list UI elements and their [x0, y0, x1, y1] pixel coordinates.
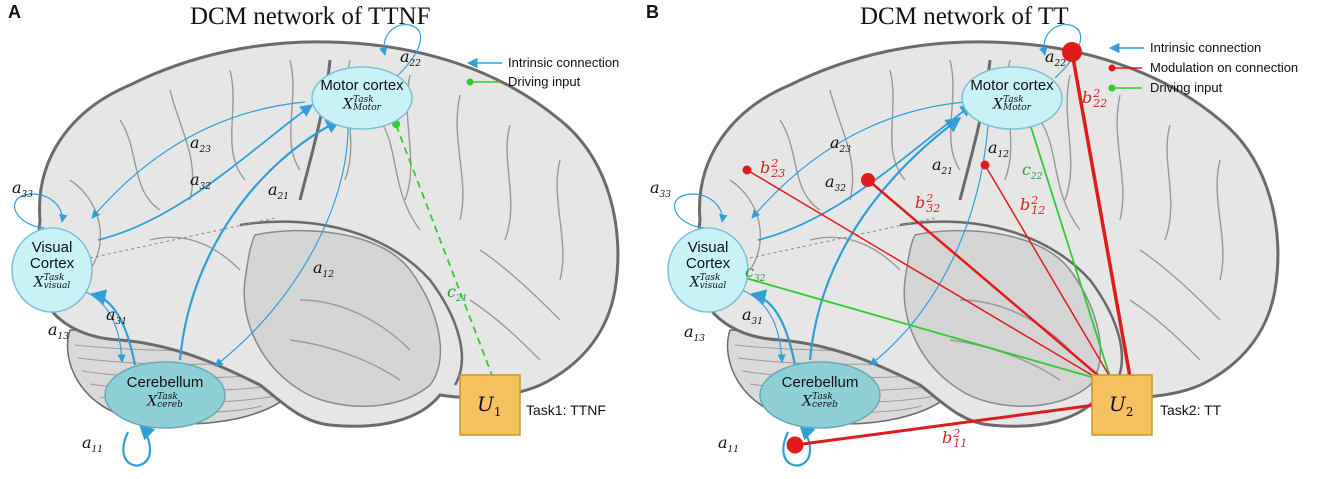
driving-input-line	[395, 124, 493, 376]
cerebellum-node	[104, 361, 226, 429]
label-a11: a11	[82, 433, 103, 456]
label-a21: a21	[268, 180, 289, 203]
intrinsic-connections	[13, 24, 422, 467]
visual-cortex-node	[667, 227, 749, 313]
modulation-dot-b12	[980, 160, 990, 170]
label-a13: a13	[48, 320, 69, 343]
label-a31: a31	[742, 305, 763, 328]
modulation-lines	[746, 51, 1132, 447]
panel-title: DCM network of TTNF	[190, 3, 431, 30]
panel-letter: A	[8, 2, 21, 22]
motor-cortex-node	[311, 66, 413, 130]
modulation-dot-b22	[1062, 42, 1082, 62]
legend-intrinsic: Intrinsic connection	[1150, 40, 1262, 55]
task-label: Task2: TT	[1160, 402, 1222, 418]
visual-cortex-node	[11, 227, 93, 313]
legend-driving: Driving input	[508, 74, 581, 89]
label-a31: a31	[106, 305, 127, 328]
legend-modulation-dot	[1108, 64, 1116, 72]
panel-b: B DCM network of TT Intrinsic connection…	[646, 0, 1322, 479]
cerebellum-node	[759, 361, 881, 429]
legend-driving: Driving input	[1150, 80, 1223, 95]
legend-intrinsic: Intrinsic connection	[508, 55, 620, 70]
label-a33: a33	[650, 178, 671, 201]
label-a33: a33	[12, 178, 33, 201]
label-a22: a22	[400, 47, 421, 70]
input-box	[459, 374, 521, 436]
label-a22: a22	[1045, 47, 1066, 70]
legend-modulation: Modulation on connection	[1150, 60, 1299, 75]
label-a23: a23	[830, 133, 851, 156]
label-a12: a12	[313, 258, 334, 281]
panel-a-diagram	[11, 24, 620, 467]
input-u1-label: U1	[477, 392, 502, 419]
modulation-dot-b32	[861, 173, 875, 187]
legend-driving-dot	[1108, 84, 1116, 92]
label-a21: a21	[932, 155, 953, 178]
label-a12: a12	[988, 138, 1009, 161]
legend-driving-dot	[466, 78, 474, 86]
motor-cortex-node	[961, 66, 1063, 130]
label-a13: a13	[684, 322, 705, 345]
modulation-dot-b11	[786, 436, 804, 454]
label-c22: c22	[1022, 160, 1043, 183]
modulation-dot-b23	[742, 165, 752, 175]
task-label: Task1: TTNF	[526, 402, 606, 418]
label-c21: c21	[447, 282, 468, 305]
label-a11: a11	[718, 433, 739, 456]
panel-title: DCM network of TT	[860, 3, 1069, 30]
panel-b-diagram	[667, 24, 1280, 467]
panel-letter: B	[646, 2, 659, 22]
label-a32: a32	[190, 170, 211, 193]
driving-input-lines	[734, 123, 1111, 379]
panel-a: A DCM network of TTNF Intrinsic connecti…	[0, 0, 662, 479]
label-a23: a23	[190, 133, 211, 156]
label-a32: a32	[825, 172, 846, 195]
label-c32: c32	[745, 262, 766, 285]
input-u2-label: U2	[1109, 392, 1134, 419]
input-box	[1091, 374, 1153, 436]
